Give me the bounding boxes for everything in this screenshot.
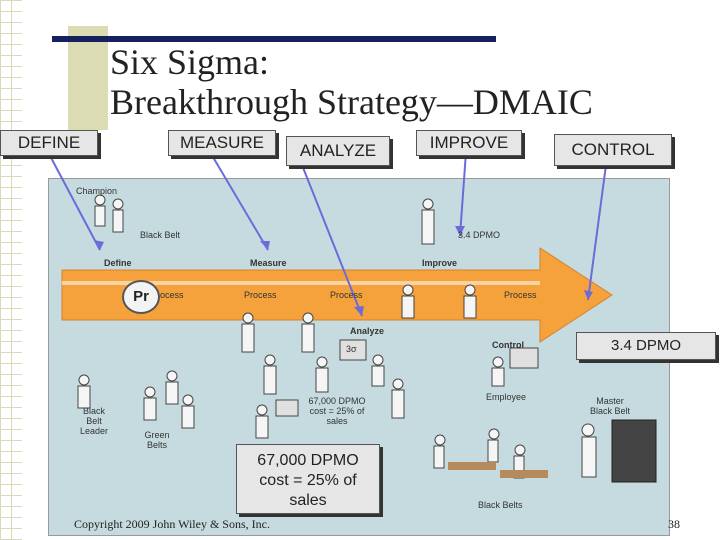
callout-cost: 67,000 DPMO cost = 25% of sales [236,444,380,514]
analyze-pointer [299,159,363,317]
label-dpmo-top: 3.4 DPMO [458,230,501,240]
label-bb-leader: Black Belt Leader [79,406,109,436]
page-number: 38 [668,517,680,531]
label-black-belt: Black Belt [140,230,181,240]
presenter-person [256,404,268,416]
improve-pointer [459,151,467,237]
title-line-1: Six Sigma: [110,42,270,82]
label-employee: Employee [486,392,527,402]
control-pointer [587,164,607,301]
label-sigma: 3σ [346,344,357,354]
callout-define: DEFINE [0,130,98,156]
label-process-3: Process [330,290,363,300]
champion-person [94,194,106,206]
callout-arrowheads [94,226,593,316]
callout-control: CONTROL [554,134,672,166]
class-desk-1 [448,462,496,470]
analyze-monitor [339,339,367,361]
label-define: Define [104,258,132,268]
label-process-2: Process [244,290,277,300]
label-improve: Improve [422,258,458,268]
measure-person-3 [264,354,276,366]
copyright-footer: Copyright 2009 John Wiley & Sons, Inc. [74,517,270,531]
callout-analyze: ANALYZE [286,136,390,166]
slide-title: Six Sigma: Breakthrough Strategy—DMAIC [110,42,593,122]
define-pointer [47,151,101,251]
green-belt-2 [166,370,178,382]
black-belt-person [112,198,124,210]
measure-person-1 [242,312,254,324]
green-belt-3 [182,394,194,406]
callout-improve: IMPROVE [416,130,522,156]
label-process-1: ocess [160,290,184,300]
label-analyze: Analyze [350,326,385,336]
improve-fighter-2 [464,284,476,296]
class-student-2 [488,428,500,440]
improve-person [422,198,434,210]
label-black-belts: Black Belts [478,500,523,510]
analyze-person [316,356,328,368]
class-student-3 [514,444,526,456]
label-green-belts: Green Belts [144,430,170,450]
label-process-4: Process [504,290,537,300]
employee-person [492,356,504,368]
class-desk-2 [500,470,548,478]
measure-pointer [209,151,269,251]
title-line-2: Breakthrough Strategy—DMAIC [110,82,593,122]
figure-people [77,194,597,479]
chalkboard [611,419,657,483]
class-student-1 [434,434,446,446]
label-control: Control [492,340,524,350]
title-bar [52,36,496,42]
callout-dpmo: 3.4 DPMO [576,332,716,360]
label-cost-inner: 67,000 DPMO cost = 25% of sales [308,396,366,426]
accent-block [68,26,108,130]
measure-person-2 [302,312,314,324]
control-monitor [509,347,539,369]
presentation-screen [275,399,299,417]
bb-leader-person [78,374,90,386]
analyze-person-2 [372,354,384,366]
improve-fighter-1 [402,284,414,296]
analyze-person-3 [392,378,404,390]
label-champion: Champion [76,186,118,196]
green-belt-1 [144,386,156,398]
callout-arrows [47,151,607,317]
callout-measure: MEASURE [168,130,276,156]
label-master-bb: Master Black Belt [589,396,631,416]
process-magnifier-icon: Pr [122,280,160,314]
master-bb-person [581,423,595,437]
label-measure: Measure [250,258,287,268]
